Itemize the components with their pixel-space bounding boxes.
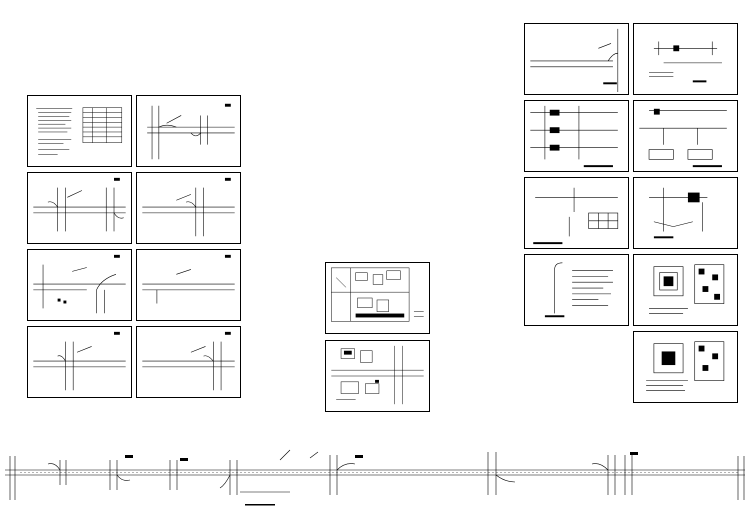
site-2-drawing [331, 345, 424, 405]
detail-9-drawing [646, 341, 725, 391]
sheet-site-1 [325, 262, 430, 334]
sheet-plan-7 [136, 326, 241, 398]
sheet-detail-7 [524, 254, 629, 326]
site-1-drawing [331, 267, 424, 322]
plan-1-drawing [147, 103, 235, 160]
sheet-notes [27, 95, 132, 167]
plan-3-drawing [142, 177, 235, 237]
sheet-detail-3 [524, 100, 629, 172]
sheet-detail-5 [524, 177, 629, 249]
sheet-detail-9 [633, 331, 738, 403]
sheet-plan-4 [27, 249, 132, 321]
plan-4-drawing [33, 254, 126, 314]
sheet-plan-6 [27, 326, 132, 398]
sheet-detail-6 [633, 177, 738, 249]
notes-drawing [36, 107, 123, 155]
sheet-plan-2 [27, 172, 132, 244]
detail-3-drawing [530, 105, 618, 168]
sheet-detail-8 [633, 254, 738, 326]
sheet-detail-1 [524, 23, 629, 95]
detail-8-drawing [649, 264, 725, 314]
plan-6-drawing [33, 331, 126, 391]
detail-2-drawing [649, 41, 722, 83]
sheet-plan-5 [136, 249, 241, 321]
plan-5-drawing [142, 254, 235, 304]
sheet-plan-1 [136, 95, 241, 167]
sheet-site-2 [325, 340, 430, 412]
plan-2-drawing [33, 177, 126, 232]
road-profile-strip [5, 449, 745, 506]
detail-7-drawing [544, 262, 613, 318]
detail-6-drawing [649, 187, 708, 239]
plan-7-drawing [142, 331, 235, 391]
detail-1-drawing [530, 28, 619, 93]
sheet-plan-3 [136, 172, 241, 244]
detail-4-drawing [639, 108, 727, 168]
sheet-detail-4 [633, 100, 738, 172]
detail-5-drawing [533, 187, 619, 245]
sheet-detail-2 [633, 23, 738, 95]
